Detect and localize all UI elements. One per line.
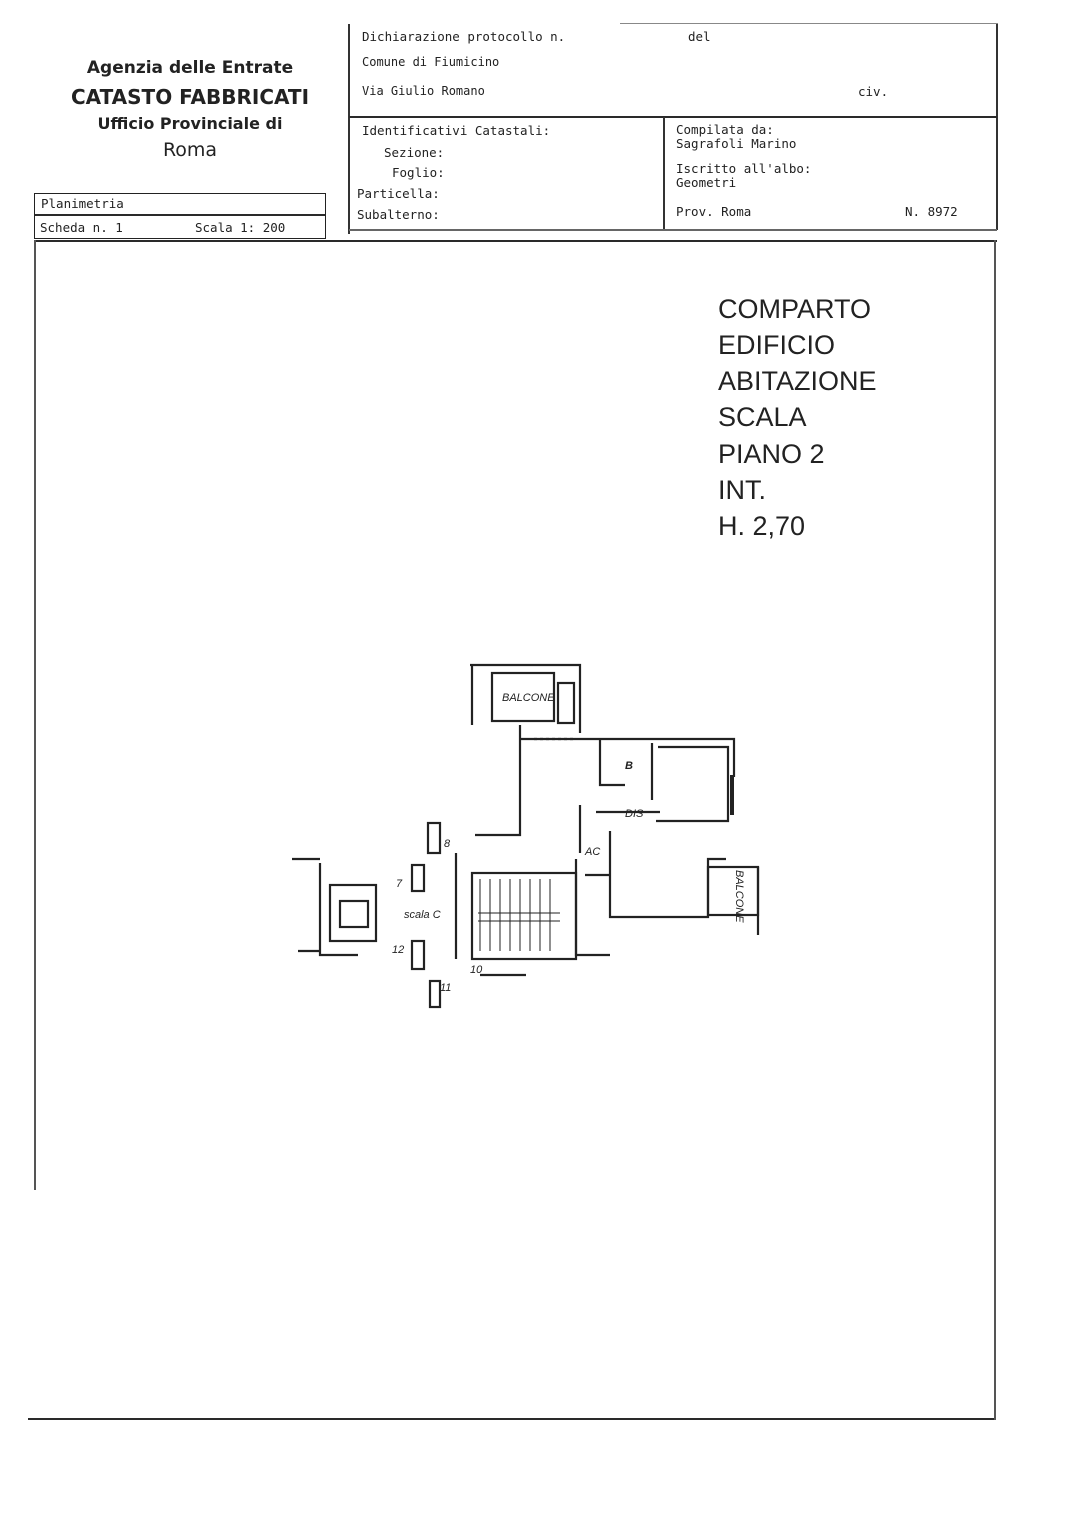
plan-label-bathroom: B <box>625 760 633 772</box>
header-middle-rule <box>349 116 997 118</box>
identificativi-title: Identificativi Catastali: <box>362 123 551 138</box>
del-label: del <box>688 29 711 44</box>
plan-wall-balcony <box>470 663 582 733</box>
note-comparto: COMPARTO <box>718 294 872 324</box>
note-interno: INT. <box>718 475 767 505</box>
plan-wall-stairs-right <box>574 859 610 957</box>
foglio-label: Foglio: <box>392 165 445 180</box>
plan-wall-upper-top <box>520 737 736 777</box>
registration-number: N. 8972 <box>905 204 958 219</box>
plan-wall-room <box>656 745 730 823</box>
frame-top <box>34 240 997 242</box>
plan-door-12 <box>410 939 426 971</box>
note-scala: SCALA <box>718 402 807 432</box>
plan-label-right-balcone: BALCONE <box>733 870 745 923</box>
plan-label-balcone: BALCONE <box>502 692 555 704</box>
plan-door-7 <box>410 863 426 893</box>
floor-plan: BALCONE B DIS AC scala C 7 8 10 11 12 BA… <box>292 663 760 1009</box>
agency-name: Agenzia delle Entrate <box>86 58 294 78</box>
note-edificio: EDIFICIO <box>718 330 836 360</box>
plan-label-8: 8 <box>444 838 451 850</box>
comune-label: Comune di Fiumicino <box>362 55 500 69</box>
plan-balcony-box <box>490 671 556 723</box>
plan-label-7: 7 <box>396 878 403 890</box>
plan-wall-left <box>318 863 358 957</box>
header-left-border <box>348 24 350 234</box>
plan-lift <box>328 883 378 943</box>
header-bottom-rule <box>349 229 997 231</box>
note-piano: PIANO 2 <box>718 439 825 469</box>
plan-right-balcony <box>706 865 760 917</box>
planimetria-title: Planimetria <box>41 196 124 211</box>
dichiarazione-label: Dichiarazione protocollo n. <box>362 29 566 44</box>
civic-label: civ. <box>858 84 889 99</box>
plan-wall-living <box>608 831 726 919</box>
address-label: Via Giulio Romano <box>362 84 485 98</box>
frame-left <box>34 240 36 1190</box>
scheda-number: Scheda n. 1 <box>40 220 123 235</box>
plan-label-ac: AC <box>584 846 600 858</box>
planimetria-box <box>34 193 326 239</box>
province-label: Prov. Roma <box>676 204 752 219</box>
compilata-label: Compilata da: <box>676 122 774 137</box>
ufficio-city: Roma <box>162 139 218 161</box>
plan-lift-inner <box>338 899 370 929</box>
particella-label: Particella: <box>357 186 440 201</box>
scale-label: Scala 1: 200 <box>195 220 286 235</box>
compiler-name: Sagrafoli Marino <box>676 136 797 151</box>
subalterno-label: Subalterno: <box>357 207 440 222</box>
plan-door-8 <box>426 821 442 855</box>
plan-label-scala: scala C <box>404 909 441 921</box>
catasto-title: CATASTO FABBRICATI <box>70 85 310 109</box>
plan-stairwell <box>470 871 578 961</box>
plan-wall-bath <box>598 739 625 787</box>
plan-label-11: 11 <box>440 982 451 994</box>
plan-door-11 <box>428 979 442 1009</box>
header-right-border <box>996 24 998 230</box>
planimetria-divider <box>35 214 325 216</box>
plan-wall-upper <box>475 725 522 837</box>
plan-balcony-inner <box>556 681 576 725</box>
ufficio-label: Ufficio Provinciale di <box>97 114 283 133</box>
albo-value: Geometri <box>676 175 737 190</box>
note-abitazione: ABITAZIONE <box>718 366 877 396</box>
header-column-divider <box>663 117 665 229</box>
frame-bottom <box>28 1418 994 1420</box>
frame-right <box>994 240 996 1420</box>
header-top-rule <box>620 23 998 24</box>
plan-label-12: 12 <box>392 944 404 956</box>
albo-label: Iscritto all'albo: <box>676 161 812 176</box>
sezione-label: Sezione: <box>384 145 445 160</box>
plan-label-dis: DIS <box>625 808 644 820</box>
plan-label-10: 10 <box>470 964 483 976</box>
note-height: H. 2,70 <box>718 511 806 541</box>
